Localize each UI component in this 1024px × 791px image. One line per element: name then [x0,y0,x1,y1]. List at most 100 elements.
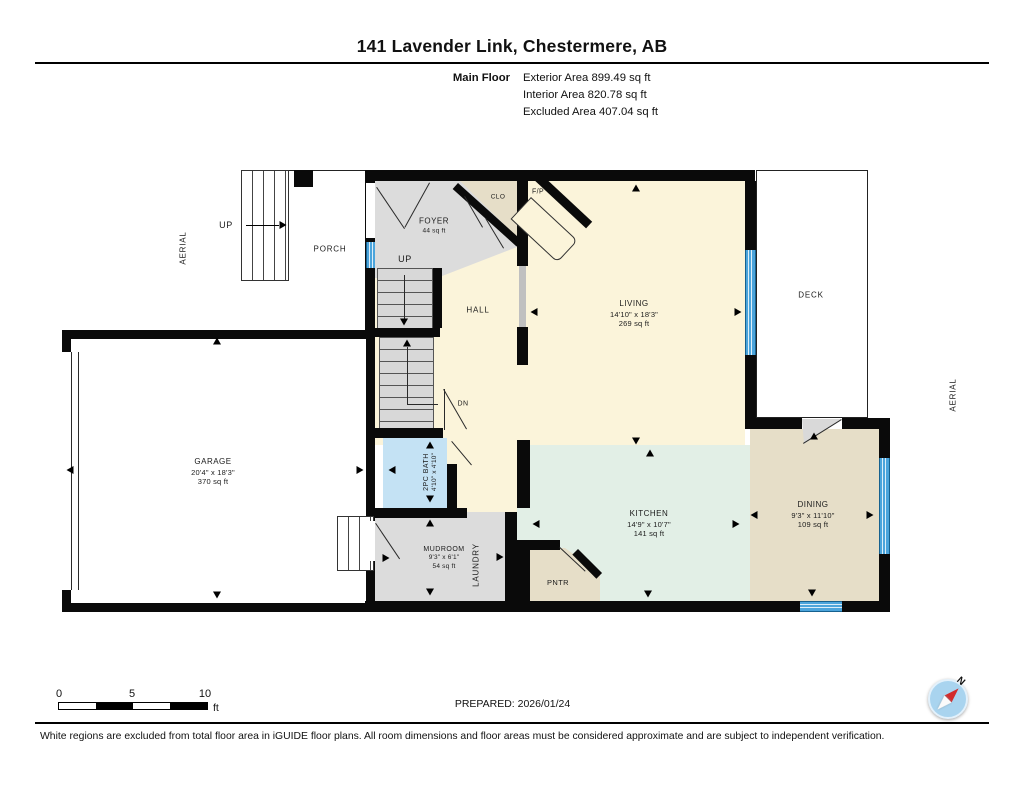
room-dimensions: 9'3" x 6'1" [428,554,460,562]
porch-label: PORCH [313,244,347,254]
dimension-arrow [496,553,504,561]
room-name: LIVING [619,298,649,308]
room-dimensions: 14'9" x 10'7" [627,519,671,529]
room-name: KITCHEN [629,508,669,518]
dimension-arrow [382,554,390,562]
stair-arrow-down [400,318,408,326]
down-label: DN [457,400,469,408]
wall [517,327,528,365]
room-name: GARAGE [194,456,232,466]
lower-stair-flight [379,337,434,430]
dining-label: DINING 9'3" x 11'10" 109 sq ft [791,500,834,530]
prepared-date: PREPARED: 2026/01/24 [454,698,571,710]
dimension-arrow [213,591,221,599]
hall-label: HALL [466,305,490,315]
floor-label: Main Floor [452,72,510,84]
scale-tick-5: 5 [128,688,136,700]
room-area: 269 sq ft [618,319,650,329]
dimension-arrow [644,590,652,598]
room-dimensions: 4'10" x 4'10" [431,452,439,492]
dimension-arrow [426,519,434,527]
bath-floor [383,438,447,510]
mudroom-label: MUDROOM 9'3" x 6'1" 54 sq ft [423,545,464,571]
dimension-arrow [532,520,540,528]
scale-bar [58,702,208,710]
wall [375,508,467,518]
up-label-porch: UP [219,220,233,231]
pantry-label: PNTR [546,578,570,588]
dimension-arrow [66,466,74,474]
room-name: 2PC BATH [423,453,431,491]
closet-label: CLO [490,193,506,201]
floor-area-summary: Exterior Area 899.49 sq ft Interior Area… [523,70,658,121]
basement-door-swing [444,389,445,430]
dimension-arrow [426,495,434,503]
wall [447,464,457,512]
dimension-arrow [530,308,538,316]
dimension-arrow [866,511,874,519]
dimension-arrow [734,308,742,316]
dimension-arrow [732,520,740,528]
window [800,601,842,612]
stair-direction-line [404,275,405,320]
stair-arrow-up [403,339,411,347]
window [366,242,375,268]
dimension-arrow [632,437,640,445]
room-area: 54 sq ft [432,562,456,570]
porch-stairs-direction-line [246,225,279,226]
fireplace-label: F/P [531,188,545,196]
room-name: MUDROOM [423,545,465,553]
aerial-label-right: AERIAL [948,378,958,412]
room-area: 370 sq ft [197,477,229,487]
wall [505,512,517,601]
wall [517,540,530,602]
disclaimer-text: White regions are excluded from total fl… [40,731,885,742]
room-area: 109 sq ft [797,520,829,530]
dimension-arrow [646,449,654,457]
dimension-arrow [426,588,434,596]
wall [433,268,442,328]
bath-label: 2PC BATH 4'10" x 4'10" [422,453,440,491]
wall [365,170,755,181]
room-area: 141 sq ft [633,529,665,539]
stair-direction-line [407,404,438,405]
dimension-arrow [632,184,640,192]
scale-unit: ft [213,702,219,714]
room-name: DINING [797,499,829,509]
footer-divider [35,722,989,724]
window [745,250,756,355]
window [879,458,890,554]
wall [517,440,530,508]
stair-direction-line [407,347,408,404]
dimension-arrow [808,589,816,597]
porch-post [294,170,313,187]
deck-area [756,170,868,418]
dimension-arrow [810,432,818,440]
up-label-stairs: UP [398,254,412,265]
room-dimensions: 9'3" x 11'10" [791,510,835,520]
excluded-area: Excluded Area 407.04 sq ft [523,106,659,118]
room-dimensions: 20'4" x 18'3" [191,467,235,477]
room-dimensions: 14'10" x 18'3" [609,309,659,319]
page-title: 141 Lavender Link, Chestermere, AB [356,36,668,56]
garage-label: GARAGE 20'4" x 18'3" 370 sq ft [191,457,235,487]
dimension-arrow [388,466,396,474]
porch-stairs-arrow [279,221,287,229]
living-label: LIVING 14'10" x 18'3" 269 sq ft [610,299,658,329]
aerial-label-left: AERIAL [178,231,188,265]
header-divider [35,62,989,64]
kitchen-label: KITCHEN 14'9" x 10'7" 141 sq ft [627,509,671,539]
wall [520,540,560,550]
dimension-arrow [750,511,758,519]
room-area: 44 sq ft [422,226,446,234]
scale-tick-10: 10 [198,688,212,700]
front-door-opening [366,183,375,238]
dining-floor [750,429,879,601]
compass-icon [928,679,968,719]
dimension-arrow [426,441,434,449]
scale-tick-0: 0 [55,688,63,700]
wall [365,601,890,612]
room-name: FOYER [418,216,450,226]
wall [375,428,443,438]
